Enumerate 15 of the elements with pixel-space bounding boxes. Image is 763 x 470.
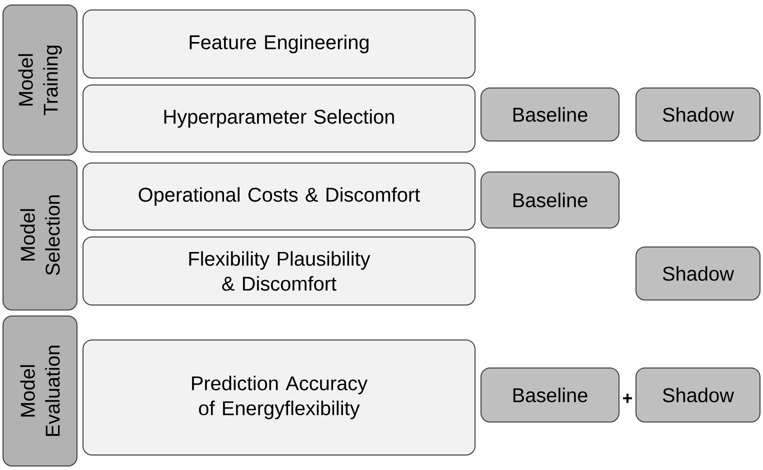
process-box: Hyperparameter Selection bbox=[82, 84, 476, 152]
process-box: Prediction Accuracy of Energyflexibility bbox=[82, 339, 476, 456]
model-box: Baseline bbox=[480, 87, 620, 142]
model-box: Baseline bbox=[480, 171, 620, 228]
model-box: Shadow bbox=[636, 87, 760, 142]
model-box: Shadow bbox=[636, 367, 760, 422]
stage-label-box: Model Training bbox=[2, 4, 78, 156]
plus-sign: + bbox=[623, 394, 632, 403]
stage-label-box: Model Evaluation bbox=[2, 315, 78, 466]
process-box: Operational Costs & Discomfort bbox=[82, 162, 476, 230]
model-box: Baseline bbox=[480, 367, 620, 422]
stage-label-box: Model Selection bbox=[2, 159, 78, 310]
model-box: Shadow bbox=[636, 246, 760, 300]
process-box: Feature Engineering bbox=[82, 10, 476, 78]
process-box: Flexibility Plausibility & Discomfort bbox=[82, 236, 476, 306]
